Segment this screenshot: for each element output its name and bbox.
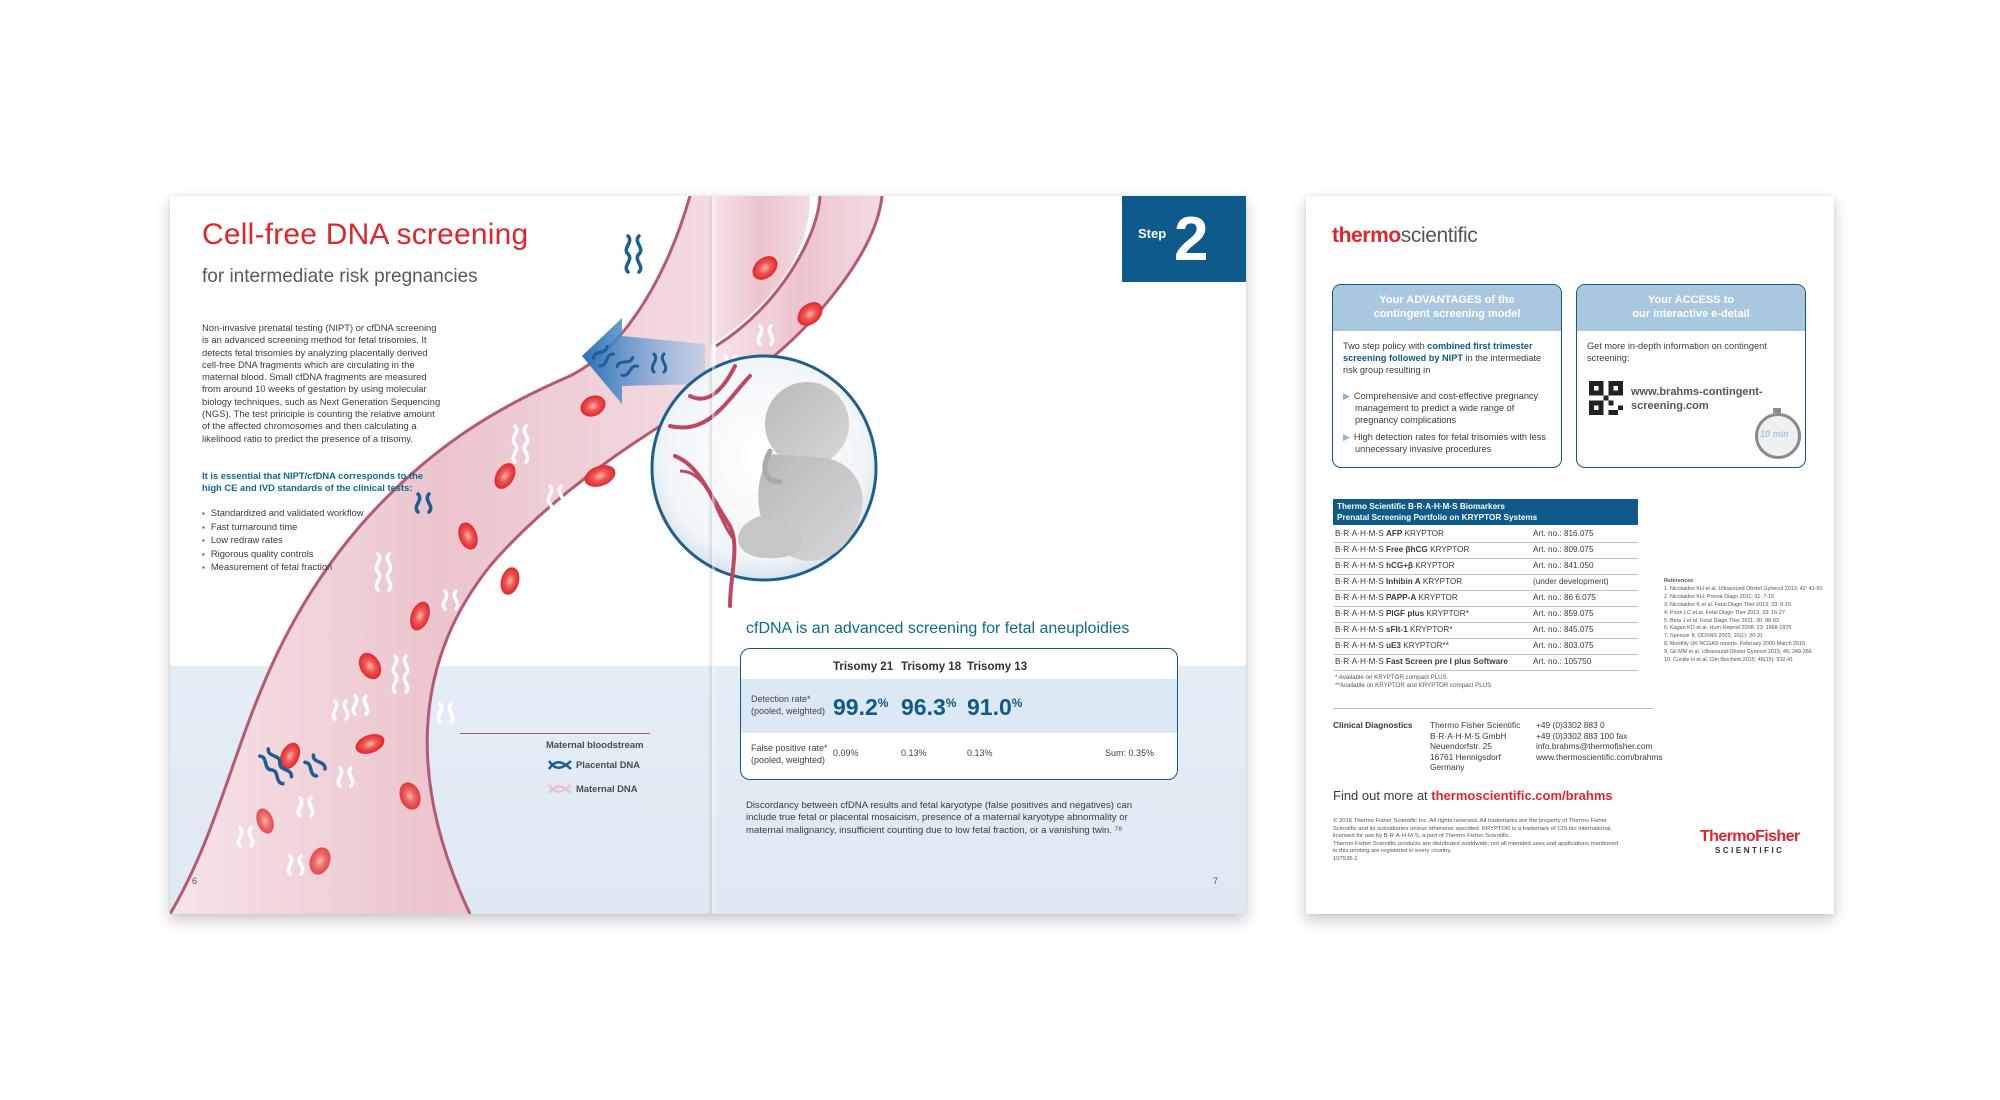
timer-label: 10 min	[1760, 429, 1789, 439]
page-number-left: 6	[192, 876, 198, 886]
cfdna-arrow	[582, 318, 705, 404]
stopwatch-icon: 10 min	[1755, 408, 1801, 459]
vessel-left	[170, 196, 710, 914]
access-intro: Get more in-depth information on conting…	[1587, 341, 1767, 363]
e-detail-link[interactable]: www.brahms-contingent- screening.com	[1631, 386, 1763, 412]
detection-rate-table: Trisomy 21 Trisomy 18 Trisomy 13 Detecti…	[740, 648, 1178, 780]
step-number: 2	[1174, 205, 1209, 274]
fp-sum: Sum: 0.35%	[1105, 748, 1155, 758]
spread-gutter	[708, 196, 716, 914]
table-row: B·R·A·H·M·S Inhibin A KRYPTOR(under deve…	[1333, 574, 1638, 591]
access-heading: Your ACCESS to our interactive e-detail	[1577, 285, 1805, 331]
thermo-scientific-logo: thermoscientific	[1332, 224, 1478, 247]
list-item: Fast turnaround time	[202, 521, 364, 535]
legend-title: Maternal bloodstream	[546, 739, 644, 750]
triangle-bullet-icon: ▶	[1343, 391, 1350, 401]
step-label: Step	[1138, 226, 1167, 241]
maternal-dna-strands	[236, 324, 775, 876]
detection-value-t13: 91.0%	[967, 694, 1023, 720]
bloodstream-illustration	[170, 196, 884, 914]
list-item: Rigorous quality controls	[202, 548, 364, 562]
contact-label: Clinical Diagnostics	[1333, 720, 1413, 730]
intro-paragraph: Non-invasive prenatal testing (NIPT) or …	[202, 322, 441, 444]
contact-details[interactable]: +49 (0)3302 883 0 +49 (0)3302 883 100 fa…	[1536, 720, 1663, 762]
qr-code-icon[interactable]	[1589, 381, 1623, 415]
brochure-spread: Cell-free DNA screening for intermediate…	[170, 196, 1246, 914]
find-out-more[interactable]: Find out more at thermoscientific.com/br…	[1333, 788, 1613, 803]
fp-row-label: False positive rate* (pooled, weighted)	[751, 743, 828, 765]
biomarker-footnotes: * Available on KRYPTOR compact PLUS **Av…	[1335, 674, 1492, 689]
back-cover-page: thermoscientific Your ADVANTAGES of the …	[1306, 196, 1834, 914]
column-header: Trisomy 13	[967, 661, 1028, 673]
references: References 1. Nicolaides KH et al. Ultra…	[1664, 578, 1823, 664]
step-badge: Step 2	[1122, 196, 1246, 282]
essential-heading: It is essential that NIPT/cfDNA correspo…	[202, 470, 424, 494]
table-row: B·R·A·H·M·S sFlt-1 KRYPTOR*Art. no.: 845…	[1333, 622, 1638, 639]
advantages-box: Your ADVANTAGES of the contingent screen…	[1332, 284, 1562, 468]
table-row: B·R·A·H·M·S uE3 KRYPTOR**Art. no.: 803.0…	[1333, 638, 1638, 655]
fp-value-t18: 0.13%	[901, 748, 927, 758]
list-item: Low redraw rates	[202, 534, 364, 548]
advantage-point-1: ▶Comprehensive and cost-effective pregna…	[1343, 391, 1539, 425]
contact-divider	[1333, 708, 1653, 709]
page-number-right: 7	[1213, 876, 1219, 886]
legend-placental-label: Placental DNA	[576, 759, 641, 770]
table-row: B·R·A·H·M·S Fast Screen pre I plus Softw…	[1333, 654, 1638, 671]
fetus-illustration	[650, 354, 878, 608]
red-blood-cells	[256, 256, 823, 875]
legend-maternal-label: Maternal DNA	[576, 783, 638, 794]
contact-address: Thermo Fisher Scientific B·R·A·H·M·S Gmb…	[1430, 720, 1521, 773]
legend-rule	[460, 733, 650, 734]
column-header: Trisomy 21	[833, 661, 894, 673]
fp-value-t13: 0.13%	[967, 748, 993, 758]
fp-value-t21: 0.09%	[833, 748, 859, 758]
placental-dna-strands	[258, 234, 643, 786]
placental-dna-icon	[547, 758, 572, 777]
list-item: Measurement of fetal fraction	[202, 561, 364, 575]
page-title: Cell-free DNA screening	[202, 218, 529, 251]
detection-value-t21: 99.2%	[833, 694, 889, 720]
advantages-heading: Your ADVANTAGES of the contingent screen…	[1333, 285, 1561, 331]
advantage-point-2: ▶High detection rates for fetal trisomie…	[1343, 432, 1546, 454]
detection-band	[741, 679, 1177, 733]
advantages-intro: Two step policy with combined first trim…	[1343, 341, 1542, 375]
thermo-fisher-logo: ThermoFisher SCIENTIFIC	[1700, 828, 1800, 855]
table-row: B·R·A·H·M·S PlGF plus KRYPTOR*Art. no.: …	[1333, 606, 1638, 623]
detection-row-label: Detection rate* (pooled, weighted)	[751, 694, 826, 716]
column-header: Trisomy 18	[901, 661, 962, 673]
access-box: Your ACCESS to our interactive e-detail …	[1576, 284, 1806, 468]
cfdna-title: cfDNA is an advanced screening for fetal…	[746, 620, 1130, 637]
list-item: Standardized and validated workflow	[202, 507, 364, 521]
page-subtitle: for intermediate risk pregnancies	[202, 266, 478, 287]
discordance-note: Discordancy between cfDNA results and fe…	[746, 800, 1133, 836]
triangle-bullet-icon: ▶	[1343, 432, 1350, 442]
requirements-list: Standardized and validated workflow Fast…	[202, 507, 364, 575]
maternal-dna-icon	[547, 782, 572, 801]
legal-text: © 2016 Thermo Fisher Scientific Inc. All…	[1333, 818, 1619, 862]
biomarkers-heading: Thermo Scientific B·R·A·H·M·S Biomarkers…	[1333, 499, 1638, 525]
detection-value-t18: 96.3%	[901, 694, 957, 720]
